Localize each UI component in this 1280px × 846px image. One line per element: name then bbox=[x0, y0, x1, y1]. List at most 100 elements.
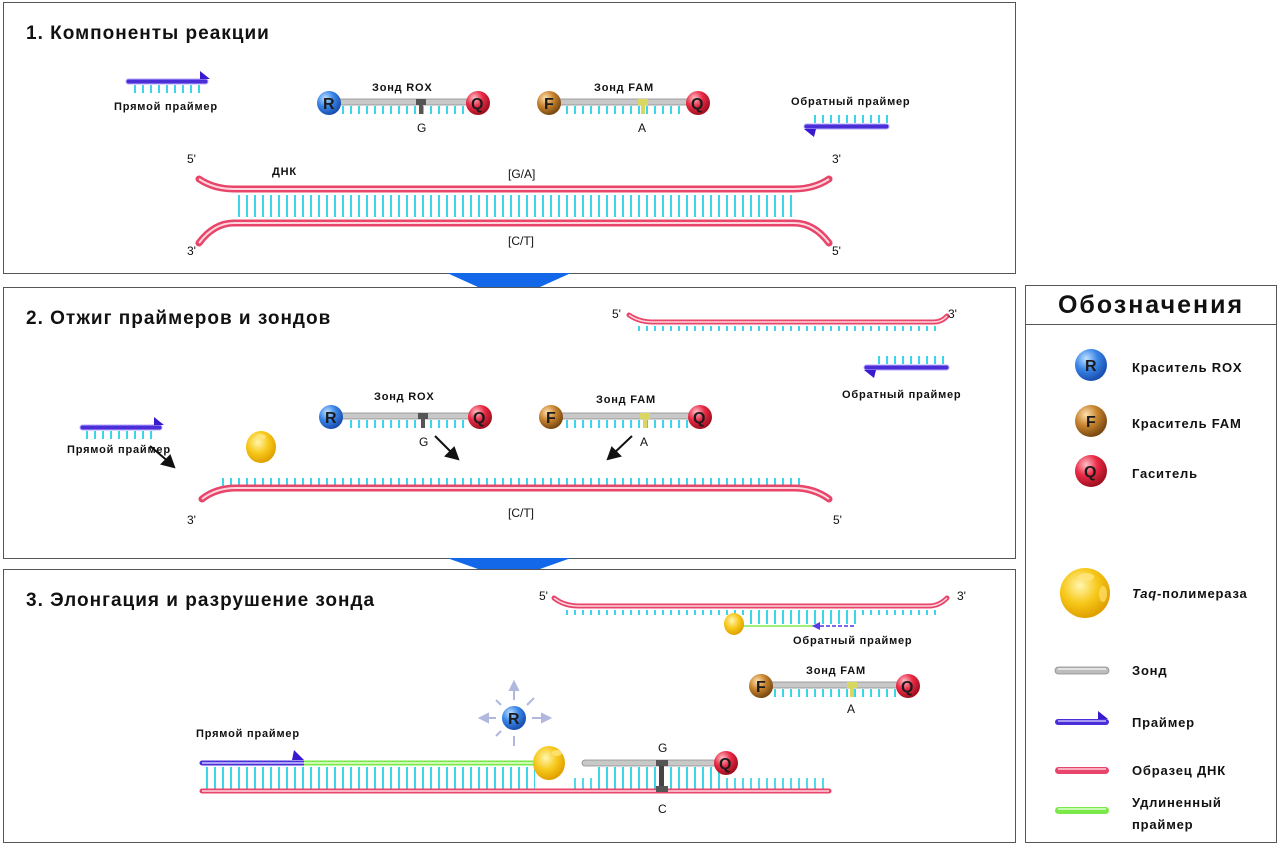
probe-rox-label: Зонд ROX bbox=[372, 82, 433, 94]
primer-icon bbox=[1055, 711, 1109, 725]
probe-fam: F Q bbox=[537, 91, 710, 115]
rox-base: G bbox=[417, 121, 426, 135]
fam-dye-icon bbox=[539, 405, 563, 429]
svg-text:Q: Q bbox=[901, 679, 913, 696]
reaction-components-diagram: Прямой праймер Зонд ROX R Q G Зонд FAM F… bbox=[114, 71, 910, 258]
forward-primer-label: Прямой праймер bbox=[114, 101, 218, 113]
extended-primer-icon bbox=[1055, 807, 1109, 814]
taq-polymerase-icon bbox=[1060, 568, 1110, 618]
rox-dye-icon bbox=[317, 91, 341, 115]
strand-5-end: 5' bbox=[539, 589, 548, 603]
legend: Обозначения R Краситель ROX F Краситель … bbox=[1025, 285, 1277, 843]
fam-dye-icon bbox=[749, 674, 773, 698]
forward-primer bbox=[79, 417, 164, 439]
svg-text:R: R bbox=[1085, 358, 1097, 375]
probe-fam-label: Зонд FAM bbox=[596, 394, 656, 406]
strand-3-end: 3' bbox=[957, 589, 966, 603]
fam-dye-icon bbox=[537, 91, 561, 115]
legend-label: Зонд bbox=[1132, 663, 1168, 678]
forward-primer bbox=[125, 71, 210, 93]
svg-text:R: R bbox=[323, 96, 335, 113]
dna-top-5-end: 5' bbox=[187, 152, 196, 166]
dna-double-strand bbox=[195, 175, 833, 247]
reverse-primer-label: Обратный праймер bbox=[793, 635, 912, 647]
panel-reaction-components: 1. Компоненты реакции Прямой праймер Зон… bbox=[3, 2, 1016, 274]
fam-dye-icon: F bbox=[1075, 405, 1107, 437]
probe-rox: R Q bbox=[319, 405, 492, 429]
svg-text:F: F bbox=[756, 679, 766, 696]
quencher-icon bbox=[466, 91, 490, 115]
legend-label: Праймер bbox=[1132, 715, 1195, 730]
rox-dye-icon bbox=[502, 706, 526, 730]
quencher-icon bbox=[688, 405, 712, 429]
reverse-primer-label: Обратный праймер bbox=[842, 389, 961, 401]
legend-title: Обозначения bbox=[1026, 286, 1276, 325]
quencher-icon bbox=[468, 405, 492, 429]
probe-rox-cleaved bbox=[581, 759, 723, 767]
legend-label: Образец ДНК bbox=[1132, 763, 1226, 778]
reverse-primer bbox=[803, 115, 890, 137]
svg-text:F: F bbox=[544, 96, 554, 113]
dna-label: ДНК bbox=[272, 166, 297, 178]
template-5-end: 5' bbox=[833, 513, 842, 527]
quencher-icon: Q bbox=[1075, 455, 1107, 487]
svg-text:R: R bbox=[508, 711, 520, 728]
annealing-arrows bbox=[149, 435, 633, 469]
panel-annealing: 2. Отжиг праймеров и зондов 5' 3' Обратн… bbox=[3, 287, 1016, 559]
legend-label: Краситель FAM bbox=[1132, 416, 1242, 431]
rox-dye-icon bbox=[319, 405, 343, 429]
fam-base: A bbox=[640, 435, 648, 449]
reverse-primer bbox=[863, 356, 950, 378]
elongation-duplex: Q bbox=[199, 746, 832, 794]
dna-bottom-5-end: 5' bbox=[832, 244, 841, 258]
svg-text:R: R bbox=[325, 410, 337, 427]
probe-fam: F Q bbox=[749, 674, 920, 698]
dna-top-single-strand bbox=[626, 312, 950, 331]
svg-text:Q: Q bbox=[1084, 464, 1096, 481]
dna-bottom-3-end: 3' bbox=[187, 244, 196, 258]
quencher-icon bbox=[896, 674, 920, 698]
dna-top-strand bbox=[551, 595, 950, 635]
legend-label: Гаситель bbox=[1132, 466, 1198, 481]
fam-base: A bbox=[638, 121, 646, 135]
bottom-allele: [C/T] bbox=[508, 506, 534, 520]
svg-text:Q: Q bbox=[691, 96, 703, 113]
probe-fam-label: Зонд FAM bbox=[806, 665, 866, 677]
elongation-diagram: 5' 3' Обратный праймер Зонд FAM F Q A bbox=[196, 589, 966, 816]
svg-text:F: F bbox=[546, 410, 556, 427]
probe-fam: F Q bbox=[539, 405, 712, 429]
annealing-diagram: 5' 3' Обратный праймер Прямой праймер Зо… bbox=[67, 307, 961, 527]
strand-3-end: 3' bbox=[948, 307, 957, 321]
reverse-primer-label: Обратный праймер bbox=[791, 96, 910, 108]
rox-base: G bbox=[419, 435, 428, 449]
panel-title: 3. Элонгация и разрушение зонда bbox=[26, 590, 376, 611]
dna-template-strand bbox=[198, 478, 833, 503]
fam-base: A bbox=[847, 702, 855, 716]
dna-top-3-end: 3' bbox=[832, 152, 841, 166]
forward-primer-label: Прямой праймер bbox=[67, 444, 171, 456]
forward-primer-label: Прямой праймер bbox=[196, 728, 300, 740]
rox-dye-icon: R bbox=[1075, 349, 1107, 381]
quencher-icon bbox=[686, 91, 710, 115]
probe-rox: R Q bbox=[317, 91, 490, 115]
svg-text:Q: Q bbox=[719, 756, 731, 773]
svg-text:F: F bbox=[1086, 414, 1096, 431]
legend-label: Taq-полимераза bbox=[1132, 586, 1248, 601]
probe-rox-label: Зонд ROX bbox=[374, 391, 435, 403]
template-base: C bbox=[658, 802, 667, 816]
quencher-icon bbox=[714, 751, 738, 775]
released-rox-dye: R bbox=[477, 679, 553, 746]
probe-base: G bbox=[658, 741, 667, 755]
dna-sample-icon bbox=[1055, 767, 1109, 774]
panel-title: 2. Отжиг праймеров и зондов bbox=[26, 308, 332, 329]
top-allele: [G/A] bbox=[508, 167, 535, 181]
panel-title: 1. Компоненты реакции bbox=[26, 23, 270, 44]
svg-text:Q: Q bbox=[471, 96, 483, 113]
svg-text:Q: Q bbox=[693, 410, 705, 427]
probe-icon bbox=[1054, 666, 1110, 675]
bottom-allele: [C/T] bbox=[508, 234, 534, 248]
taq-polymerase bbox=[246, 431, 276, 463]
legend-label: Краситель ROX bbox=[1132, 360, 1243, 375]
strand-5-end: 5' bbox=[612, 307, 621, 321]
